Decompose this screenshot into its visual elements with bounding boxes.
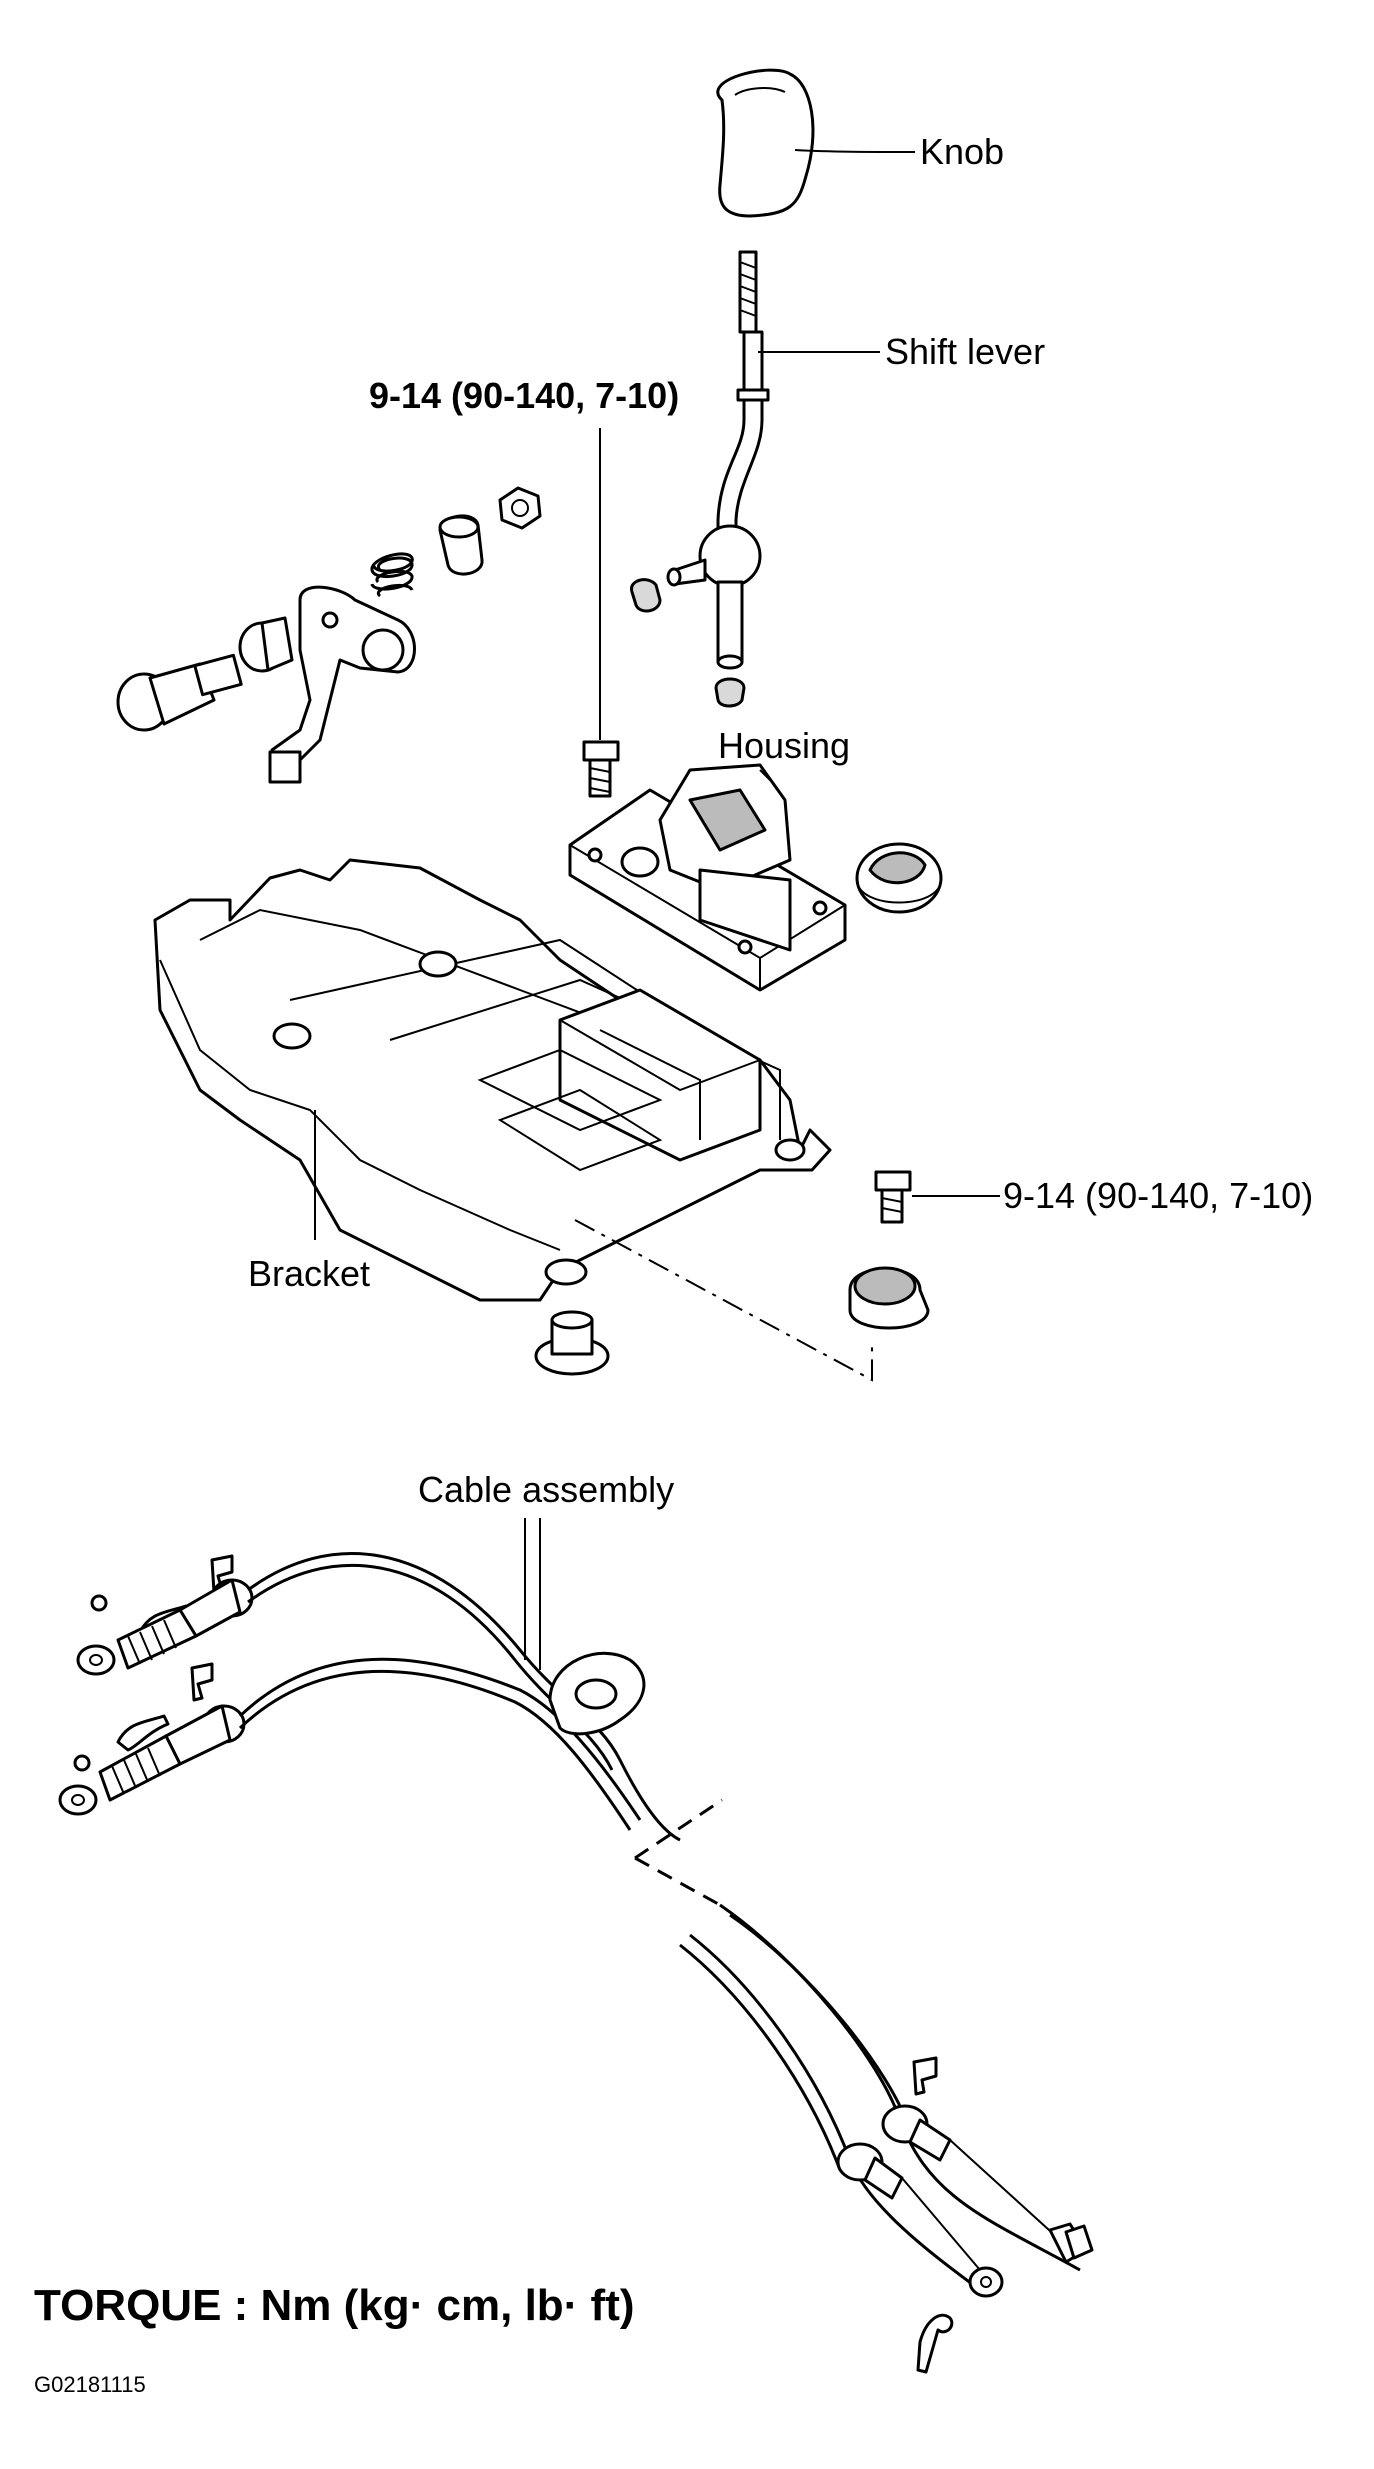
cable-end-lower-part	[58, 1662, 246, 1816]
shift-lever-label: Shift lever	[885, 331, 1045, 372]
pivot-bushing-part	[238, 616, 294, 673]
knob-label: Knob	[920, 131, 1004, 172]
cable-lower-run	[238, 1657, 642, 1821]
housing-leader	[759, 769, 771, 781]
right-bolt-part	[874, 1170, 912, 1224]
torque-right-label: 9-14 (90-140, 7-10)	[1003, 1175, 1313, 1216]
pivot-pin-part	[116, 653, 243, 732]
cable-end-right-upper-part	[881, 2056, 1094, 2264]
cable-lower-continuation-d	[679, 1943, 842, 2171]
cable-lower-run-inner	[238, 1669, 632, 1831]
lever-tip-cap-part	[714, 677, 746, 708]
shift-lever-part	[666, 250, 770, 670]
housing-part	[568, 763, 847, 992]
cable-lower-continuation-c	[689, 1933, 981, 2292]
upper-bolt-part	[582, 740, 620, 798]
lever-bushing-part	[630, 578, 662, 613]
spring-bushing-part	[438, 514, 484, 576]
cable-break-line	[634, 1798, 723, 1860]
figure-code: G02181115	[34, 2372, 146, 2397]
housing-grommet-part	[855, 842, 943, 914]
bracket-collar-part	[534, 1310, 610, 1376]
bracket-part	[153, 858, 832, 1302]
cable-lower-continuation-a	[719, 1903, 1081, 2272]
bracket-alignment-line	[574, 1219, 873, 1382]
torque-upper-label: 9-14 (90-140, 7-10)	[369, 375, 679, 416]
spring-part	[370, 552, 414, 598]
rubber-mount-part	[848, 1266, 930, 1330]
select-lever-plate-part	[268, 585, 416, 784]
knob-part	[716, 68, 815, 218]
cable-end-upper-part	[76, 1554, 254, 1676]
cable-assembly-label: Cable assembly	[418, 1469, 674, 1510]
cable-break-line-2	[634, 1856, 721, 1907]
torque-units-legend: TORQUE : Nm (kg· cm, lb· ft)	[34, 2281, 635, 2330]
pivot-nut-part	[498, 486, 542, 530]
bracket-label: Bracket	[248, 1253, 370, 1294]
cable-grommet-part	[548, 1651, 646, 1736]
housing-label: Housing	[718, 725, 850, 766]
cable-end-right-lower-part	[836, 2142, 1004, 2298]
knob-leader	[794, 149, 916, 153]
cable-retaining-clip-part	[916, 2313, 954, 2374]
cable-upper-run	[247, 1552, 681, 1842]
cable-upper-run-inner	[247, 1564, 614, 1771]
